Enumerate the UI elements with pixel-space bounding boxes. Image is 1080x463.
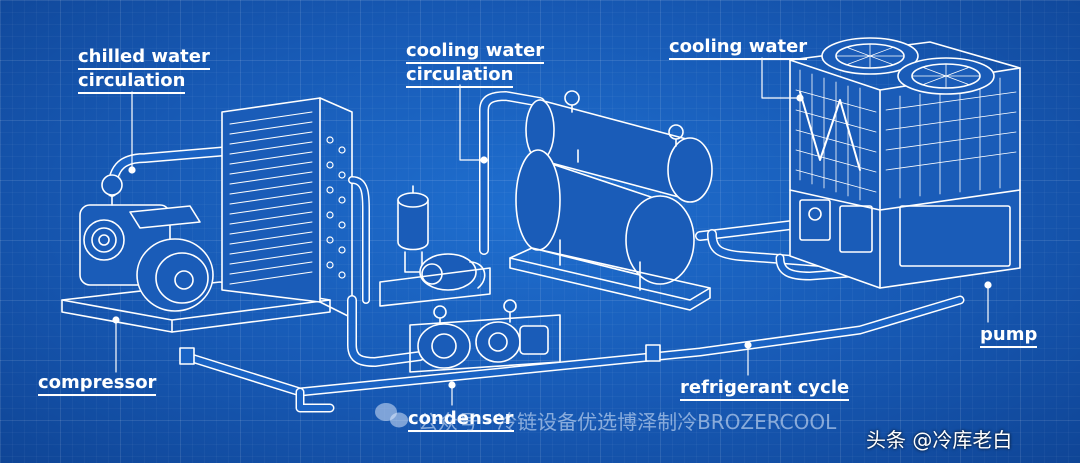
wechat-logo-icon xyxy=(375,403,408,428)
watermark-corner: 头条 @冷库老白 xyxy=(866,428,1013,452)
label-cooling-water: cooling water xyxy=(669,36,808,60)
leader-lines xyxy=(112,57,992,406)
heat-exchanger xyxy=(221,97,370,319)
label-chilled-water-circulation: chilled water circulation xyxy=(78,46,210,94)
label-condenser: condenser xyxy=(408,408,514,432)
label-cooling-water-circulation: cooling water circulation xyxy=(406,40,545,88)
label-pump: pump xyxy=(980,324,1038,348)
refrigerant-piping xyxy=(179,295,965,413)
cooling-tower-fans xyxy=(821,37,995,95)
label-compressor: compressor xyxy=(38,372,157,396)
condenser-pumps xyxy=(409,299,561,373)
cooling-water-piping xyxy=(479,91,545,255)
tower-supply-piping xyxy=(695,219,905,281)
compressor xyxy=(79,174,214,312)
condenser-feed-piping xyxy=(347,295,425,367)
watermark-text: 公众号 · 冷链设备优选博泽制冷BROZERCOOL xyxy=(418,410,837,434)
label-refrigerant-cycle: refrigerant cycle xyxy=(680,377,850,401)
expansion-tank-pump xyxy=(379,185,491,307)
cooling-tower xyxy=(789,41,1021,289)
receiver-tank xyxy=(509,149,711,311)
